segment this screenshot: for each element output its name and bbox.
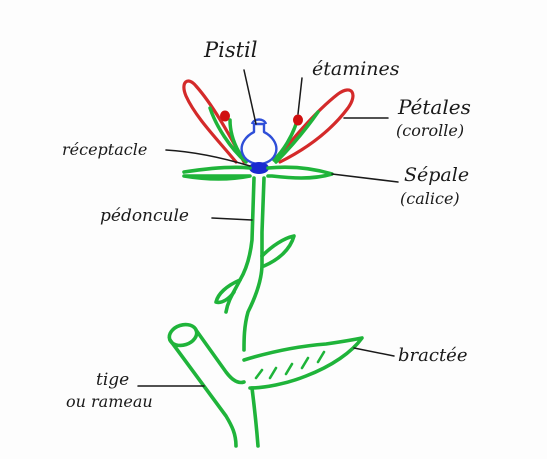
pedoncule-label: pédoncule xyxy=(100,206,189,226)
stamens xyxy=(210,108,318,162)
tige-label: tige xyxy=(96,370,129,390)
sepale-label: Sépale xyxy=(404,164,469,186)
stem-lower-edge xyxy=(196,330,244,383)
pistil-leader xyxy=(244,70,256,124)
stem-base-right xyxy=(252,388,258,446)
bractee-label: bractée xyxy=(398,345,467,366)
anther-right xyxy=(293,115,303,126)
lower-leaf xyxy=(216,280,240,302)
bract-shape xyxy=(244,338,362,388)
receptacle-shape xyxy=(249,162,269,174)
receptacle-label: réceptacle xyxy=(62,140,147,159)
rameau-label: ou rameau xyxy=(66,392,153,411)
stem-upper-edge xyxy=(170,340,236,446)
sepale-leader xyxy=(332,174,398,182)
anther-left xyxy=(220,111,230,122)
petals xyxy=(184,81,353,162)
etamines-label: étamines xyxy=(312,58,400,80)
stem-structure xyxy=(167,167,362,446)
calice-label: (calice) xyxy=(400,189,460,208)
pistil-shape xyxy=(242,120,277,165)
peduncle-left-edge xyxy=(226,178,254,312)
bractee-leader xyxy=(354,348,394,356)
corolle-label: (corolle) xyxy=(396,121,464,140)
pedoncule-leader xyxy=(212,218,252,220)
upper-leaf xyxy=(262,236,294,266)
pistil-label: Pistil xyxy=(203,38,258,62)
etamines-leader xyxy=(298,78,302,114)
pistil-outline xyxy=(242,124,277,164)
petales-label: Pétales xyxy=(397,95,471,119)
